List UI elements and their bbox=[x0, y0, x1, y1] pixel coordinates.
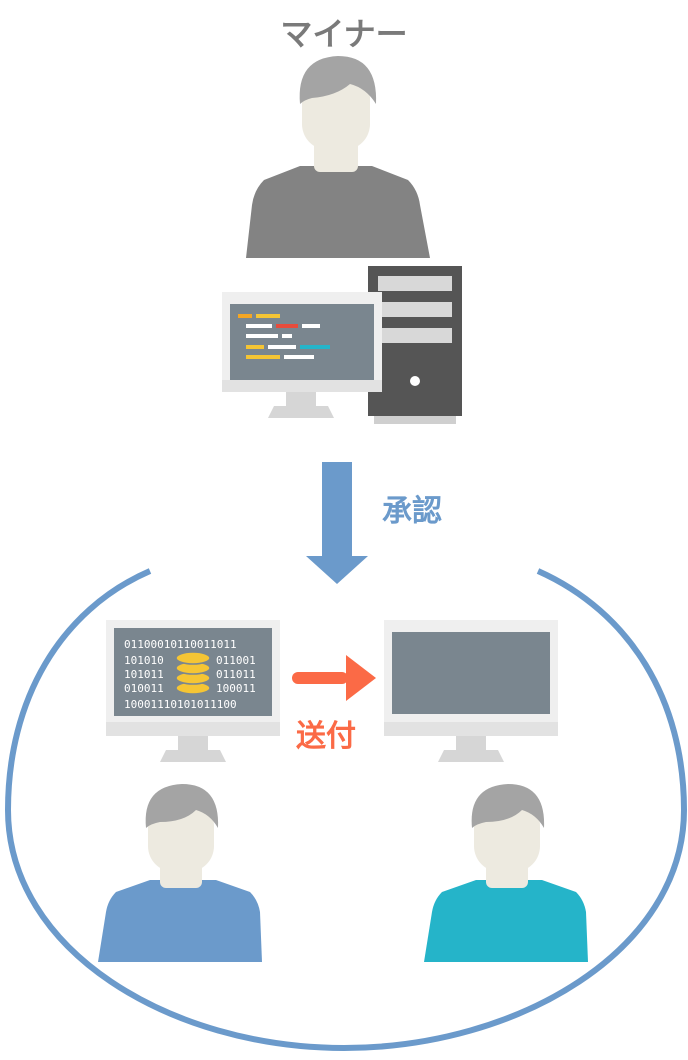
binary-line-1: 01100010110011011 bbox=[124, 638, 237, 651]
binary-line-6: 010011 bbox=[124, 682, 164, 695]
receiver-person-icon bbox=[424, 784, 588, 962]
binary-line-5: 011011 bbox=[216, 668, 256, 681]
binary-line-4: 101011 bbox=[124, 668, 164, 681]
approve-arrow-icon bbox=[306, 462, 368, 584]
sender-monitor-icon: 01100010110011011 101010 011001 101011 0… bbox=[106, 620, 280, 762]
circle-outline bbox=[4, 568, 688, 1052]
approve-label: 承認 bbox=[382, 494, 442, 529]
sender-person-icon bbox=[98, 784, 262, 962]
binary-line-7: 100011 bbox=[216, 682, 256, 695]
miner-person-icon bbox=[246, 56, 430, 258]
code-screen bbox=[230, 304, 374, 380]
miner-computer-icon bbox=[222, 266, 462, 424]
send-label: 送付 bbox=[296, 719, 356, 754]
binary-line-8: 10001110101011100 bbox=[124, 698, 237, 711]
receiver-monitor-icon bbox=[384, 620, 558, 762]
send-arrow-icon bbox=[292, 655, 376, 701]
binary-line-2: 101010 bbox=[124, 654, 164, 667]
coin-stack-icon bbox=[175, 651, 211, 695]
miner-label: マイナー bbox=[280, 15, 408, 53]
binary-line-3: 011001 bbox=[216, 654, 256, 667]
network-circle bbox=[4, 568, 688, 1052]
